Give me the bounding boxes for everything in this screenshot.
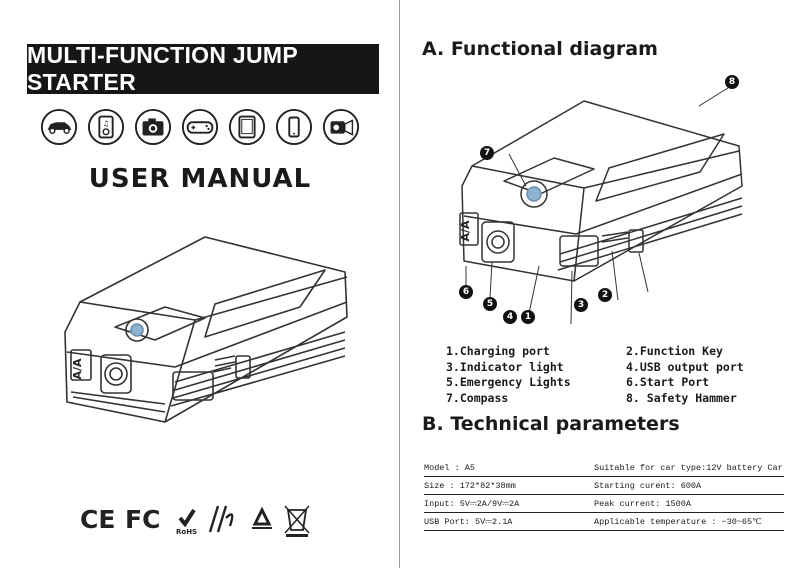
fcc-mark: FC <box>125 505 160 534</box>
phone-icon <box>275 108 313 146</box>
tablet-icon <box>228 108 266 146</box>
device-icons-row: ♫ <box>40 108 360 148</box>
callout-3: 3 <box>574 298 588 312</box>
legend-item: 5.Emergency Lights <box>446 375 571 389</box>
param-cell: USB Port: 5V⎓2.1A <box>424 516 513 527</box>
legend-item: 2.Function Key <box>626 344 723 358</box>
legend-item: 8. Safety Hammer <box>626 390 737 405</box>
callout-7: 7 <box>480 146 494 160</box>
callout-2: 2 <box>598 288 612 302</box>
callout-4: 4 <box>503 310 517 324</box>
param-cell: Starting curent: 600A <box>594 480 702 491</box>
callout-1: 1 <box>521 310 535 324</box>
weee-bin-icon <box>284 505 310 537</box>
param-cell: Size : 172*82*38mm <box>424 480 516 491</box>
param-cell: Input: 5V⎓2A/9V⎓2A <box>424 498 520 509</box>
rohs-mark: RoHS <box>176 508 197 536</box>
recycle-icon <box>252 506 272 529</box>
svg-text:♫: ♫ <box>103 119 110 128</box>
product-model-label: A/A <box>459 220 472 242</box>
left-page: MULTI-FUNCTION JUMP STARTER ♫ <box>27 0 400 568</box>
certification-marks: CE FC RoHS <box>80 505 310 537</box>
callout-8: 8 <box>725 75 739 89</box>
callout-5: 5 <box>483 297 497 311</box>
camera-icon <box>134 108 172 146</box>
param-cell: Peak current: 1500A <box>594 498 691 509</box>
legend-item: 1.Charging port <box>446 344 550 358</box>
legend-item: 3.Indicator light <box>446 359 564 374</box>
legend-item: 7.Compass <box>446 390 509 405</box>
param-cell: Applicable temperature : −30~65℃ <box>594 516 762 527</box>
right-page: A. Functional diagram <box>400 0 800 568</box>
table-row: Model : A5 Suitable for car type:12V bat… <box>424 459 784 477</box>
param-cell: Suitable for car type:12V battery Car <box>594 462 783 473</box>
jump-starter-product-drawing: A/A <box>64 236 348 423</box>
param-cell: Model : A5 <box>424 462 476 473</box>
parameters-table: Model : A5 Suitable for car type:12V bat… <box>424 459 784 531</box>
functional-diagram-drawing: A/A <box>459 80 743 325</box>
legend-item: 6.Start Port <box>626 375 710 389</box>
manual-title: MULTI-FUNCTION JUMP STARTER <box>27 42 379 95</box>
table-row: USB Port: 5V⎓2.1A Applicable temperature… <box>424 513 784 531</box>
legend-row: 1.Charging port 2.Function Key <box>446 344 786 360</box>
product-model-label: A/A <box>71 358 84 380</box>
legend-row: 7.Compass 8. Safety Hammer <box>446 391 786 407</box>
ce-mark: CE <box>80 505 115 534</box>
music-player-icon: ♫ <box>87 108 125 146</box>
functional-diagram-heading: A. Functional diagram <box>422 38 658 60</box>
legend-row: 5.Emergency Lights 6.Start Port <box>446 375 786 391</box>
table-row: Input: 5V⎓2A/9V⎓2A Peak current: 1500A <box>424 495 784 513</box>
car-icon <box>40 108 78 146</box>
user-manual-heading: USER MANUAL <box>88 164 312 194</box>
callout-6: 6 <box>459 285 473 299</box>
table-row: Size : 172*82*38mm Starting curent: 600A <box>424 477 784 495</box>
game-console-icon <box>181 108 219 146</box>
technical-parameters-heading: B. Technical parameters <box>422 413 680 435</box>
parts-legend: 1.Charging port 2.Function Key 3.Indicat… <box>446 344 786 406</box>
legend-item: 4.USB output port <box>626 359 744 374</box>
svg-text:RoHS: RoHS <box>176 528 197 536</box>
legend-row: 3.Indicator light 4.USB output port <box>446 360 786 376</box>
camcorder-icon <box>322 108 360 146</box>
green-point-icon <box>208 505 234 533</box>
